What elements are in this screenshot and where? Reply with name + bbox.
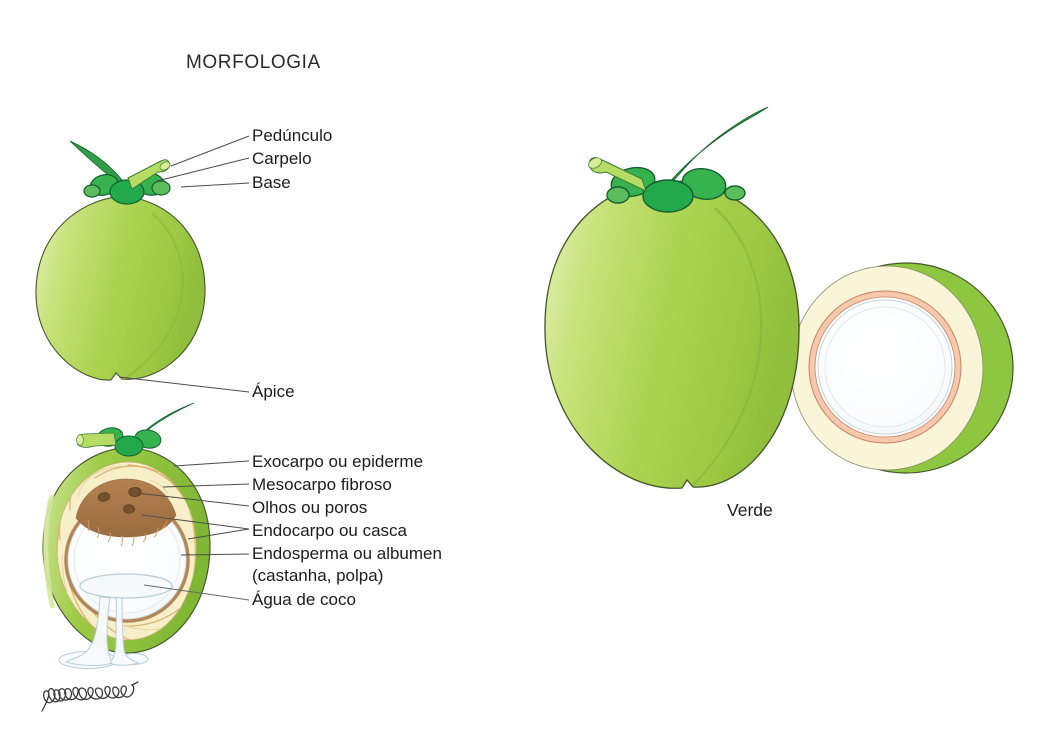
leader-lines bbox=[118, 135, 250, 601]
coconut-water-surface bbox=[79, 573, 173, 599]
leader-endosperma bbox=[180, 553, 250, 556]
leader-olhos bbox=[136, 492, 250, 507]
label-base: Base bbox=[252, 173, 291, 192]
large-coconut-peduncle-stub bbox=[588, 157, 647, 192]
leader-base bbox=[180, 182, 250, 188]
disk-flesh-inner-ring bbox=[824, 306, 946, 428]
coconut-crease bbox=[123, 212, 184, 380]
disk-flesh bbox=[819, 301, 951, 433]
coconut-body bbox=[35, 196, 206, 381]
coconut-eyes bbox=[97, 486, 142, 514]
whole-coconut-illustration bbox=[35, 140, 206, 381]
label-apice: Ápice bbox=[252, 382, 295, 401]
label-verde: Verde bbox=[727, 500, 773, 520]
exocarp-highlight bbox=[43, 494, 56, 609]
label-mesocarpo: Mesocarpo fibroso bbox=[252, 475, 392, 494]
leader-mesocarpo bbox=[162, 483, 250, 488]
page-title: MORFOLOGIA bbox=[186, 52, 321, 73]
signature-scribble-icon bbox=[41, 681, 139, 712]
water-stream-right bbox=[109, 597, 140, 666]
large-coconut-crease bbox=[692, 207, 763, 486]
label-endocarpo: Endocarpo ou casca bbox=[252, 521, 407, 540]
label-endosperma-line2: (castanha, polpa) bbox=[252, 566, 384, 585]
leader-apice bbox=[118, 376, 250, 393]
leader-endocarpo-b bbox=[187, 528, 250, 540]
label-agua-de-coco: Água de coco bbox=[252, 590, 356, 609]
cut-disk-illustration bbox=[790, 262, 1014, 474]
spilling-water bbox=[58, 596, 149, 669]
leader-pedunculo bbox=[170, 135, 250, 167]
label-pedunculo: Pedúnculo bbox=[252, 126, 333, 145]
leader-carpelo bbox=[156, 157, 250, 182]
large-coconut-body bbox=[544, 180, 800, 489]
cross-section-peduncle-stub bbox=[76, 432, 117, 448]
water-stream-left bbox=[64, 596, 113, 666]
label-olhos: Olhos ou poros bbox=[252, 498, 368, 517]
coconut-carpels bbox=[83, 172, 171, 205]
cross-section-illustration bbox=[42, 402, 211, 669]
coconut-peduncle-stub bbox=[127, 159, 171, 190]
leader-endocarpo-a bbox=[141, 514, 250, 530]
label-exocarpo: Exocarpo ou epiderme bbox=[252, 452, 424, 471]
leader-exocarpo bbox=[173, 460, 250, 467]
label-endosperma-line1: Endosperma ou albumen bbox=[252, 544, 442, 563]
large-coconut-illustration bbox=[544, 106, 800, 489]
endocarp-fringe bbox=[87, 519, 168, 547]
label-carpelo: Carpelo bbox=[252, 149, 312, 168]
leader-agua bbox=[143, 584, 250, 601]
large-coconut-stem bbox=[662, 106, 769, 190]
